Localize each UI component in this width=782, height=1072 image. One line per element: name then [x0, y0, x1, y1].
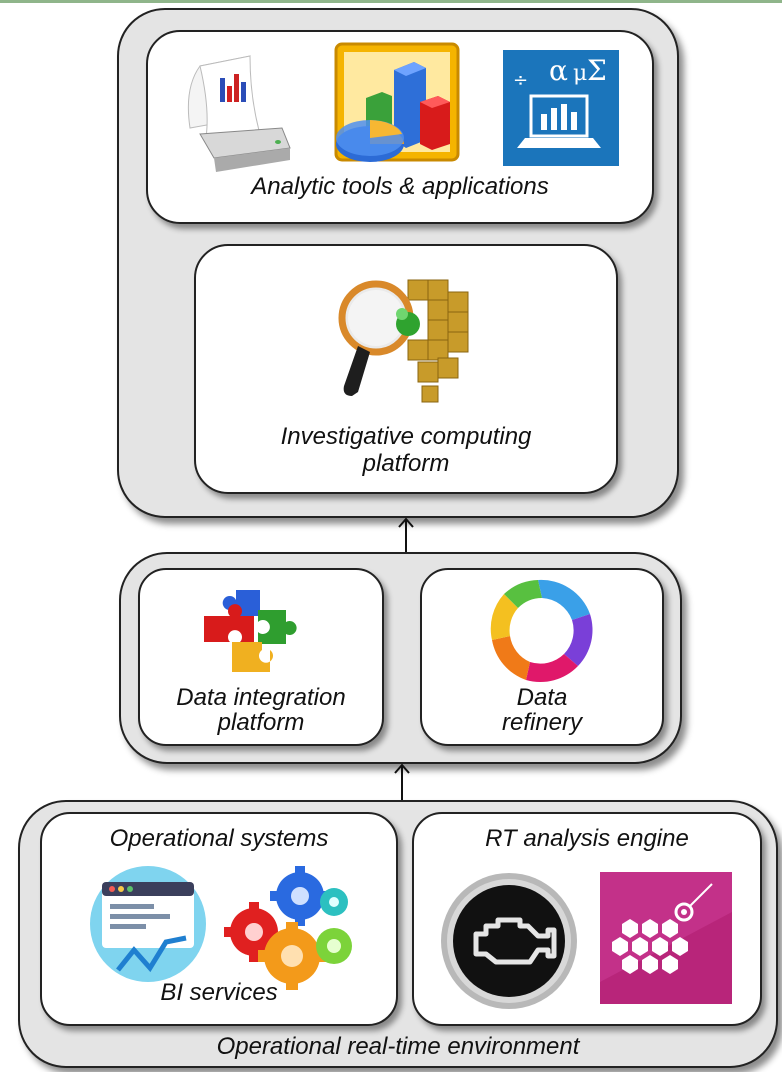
magnifier-cubes-icon [318, 262, 478, 412]
top-accent-line [0, 0, 782, 3]
data-integration-box [138, 568, 384, 746]
3d-charts-icon [330, 40, 464, 168]
analytic-tools-label: Analytic tools & applications [251, 173, 549, 200]
printer-chart-icon [170, 48, 298, 176]
bi-services-label: BI services [160, 979, 278, 1006]
svg-text:Σ: Σ [587, 54, 607, 87]
puzzle-icon [196, 580, 316, 676]
svg-text:α: α [549, 54, 568, 87]
hexagon-target-icon [600, 872, 732, 1004]
investigative-label-line1: Investigative computing [280, 423, 532, 450]
gears-icon [222, 866, 362, 994]
dashboard-icon [88, 864, 208, 984]
operational-systems-label: Operational systems [109, 825, 329, 852]
arrow-up-to-analytics [398, 517, 414, 552]
alpha-mu-sigma-stats-icon: α μ Σ ÷ [503, 50, 619, 166]
rt-analysis-engine-label: RT analysis engine [485, 825, 689, 852]
svg-text:μ: μ [573, 61, 587, 86]
data-refinery-label-line2: refinery [501, 709, 583, 736]
engine-warning-icon [438, 870, 580, 1012]
arrow-up-to-data-platform [394, 763, 410, 802]
investigative-platform-box [194, 244, 618, 494]
investigative-label-line2: platform [362, 450, 450, 477]
svg-text:÷: ÷ [513, 70, 528, 91]
data-integration-label-line2: platform [217, 709, 305, 736]
3d-cycle-icon [486, 574, 602, 692]
data-integration-label-line1: Data integration [176, 684, 346, 711]
data-refinery-label-line1: Data [516, 684, 568, 711]
operational-environment-label: Operational real-time environment [216, 1033, 580, 1060]
